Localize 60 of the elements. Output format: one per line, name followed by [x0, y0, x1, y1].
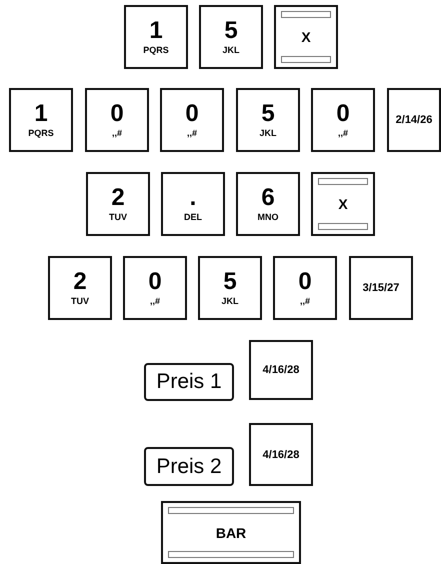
key-digit: 0	[298, 270, 312, 294]
key-letters: TUV	[109, 212, 127, 222]
keypad-key	[85, 88, 149, 152]
key-digit: 6	[261, 186, 275, 210]
key-digit: 5	[223, 270, 237, 294]
key-label: Preis 1	[156, 370, 222, 394]
keypad-key	[273, 256, 337, 320]
key-letters: ,,#	[150, 296, 160, 306]
key-letters: MNO	[258, 212, 278, 222]
key-digit: 2	[73, 270, 87, 294]
key-label: 3/15/27	[362, 282, 400, 294]
keypad-key	[198, 256, 262, 320]
key-digit: 5	[224, 18, 238, 42]
key-digit: 5	[261, 102, 275, 126]
key-label: Preis 2	[156, 454, 222, 478]
key-label: BAR	[216, 524, 246, 540]
key-letters: PQRS	[28, 128, 54, 138]
key-letters: JKL	[222, 44, 240, 56]
key-label: X	[338, 196, 348, 212]
keypad-key	[236, 172, 300, 236]
key-digit: 0	[110, 102, 124, 126]
key-letters: ,,#	[112, 128, 122, 138]
keypad-key	[249, 340, 313, 400]
keypad-key	[311, 88, 375, 152]
key-letters: DEL	[184, 212, 202, 222]
key-digit: .	[190, 186, 196, 210]
key-letters: ,,#	[186, 128, 197, 138]
keypad-key	[249, 423, 313, 486]
keypad-key	[9, 88, 73, 152]
key-label: 2/14/26	[396, 114, 432, 126]
key-digit: 0	[336, 102, 350, 126]
key-label: X	[301, 29, 311, 45]
key-digit: 1	[34, 102, 48, 126]
key-digit: 0	[185, 102, 199, 126]
key-letters: JKL	[221, 296, 238, 306]
key-digit: 1	[149, 18, 163, 42]
keypad-key	[161, 172, 225, 236]
keypad-key	[387, 88, 441, 152]
function-key	[311, 172, 375, 236]
key-letters: ,,#	[338, 128, 348, 138]
keypad-key	[160, 88, 224, 152]
function-key	[274, 5, 338, 69]
keypad-key	[236, 88, 300, 152]
keypad-key	[123, 256, 187, 320]
key-letters: JKL	[259, 128, 276, 138]
price-key	[144, 363, 234, 401]
keypad-key	[86, 172, 150, 236]
keypad-key	[124, 5, 188, 69]
keypad-key	[349, 256, 413, 320]
key-digit: 0	[148, 270, 162, 294]
function-key	[161, 501, 301, 564]
key-letters: ,,#	[300, 296, 310, 306]
key-digit: 2	[111, 186, 125, 210]
keypad-key	[199, 5, 263, 69]
key-letters: PQRS	[143, 44, 169, 56]
key-label: 4/16/28	[262, 364, 300, 376]
price-key	[144, 447, 234, 486]
keypad-key	[48, 256, 112, 320]
key-letters: TUV	[71, 296, 89, 306]
key-label: 4/16/28	[262, 448, 300, 460]
